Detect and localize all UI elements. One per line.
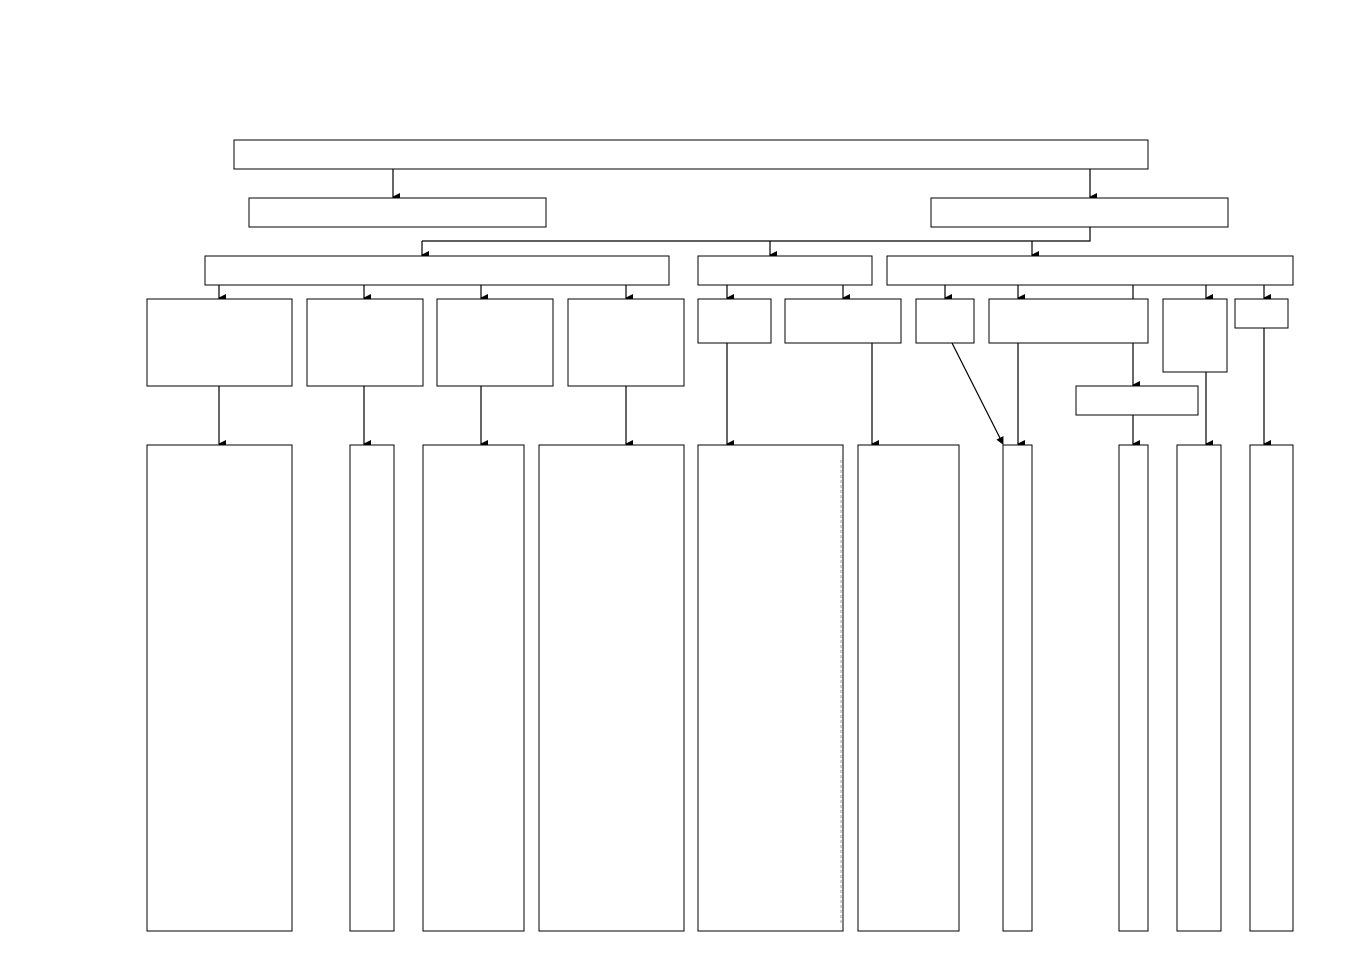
node-detail-b1 (697, 444, 844, 932)
node-detail-c2 (1118, 444, 1149, 932)
node-level2-right (930, 197, 1229, 228)
node-detail-a1 (146, 444, 293, 932)
node-c1 (915, 298, 975, 344)
node-a2 (306, 298, 424, 387)
node-root (233, 139, 1149, 170)
node-c3 (1162, 298, 1228, 373)
edge-c1-detail (951, 342, 1004, 445)
connectors (218, 169, 1271, 448)
node-b2 (784, 298, 902, 344)
node-detail-a3 (422, 444, 525, 932)
node-detail-c4 (1249, 444, 1294, 932)
node-detail-a2 (349, 444, 395, 932)
edge-level2-right-bus (422, 227, 1091, 242)
node-c2 (988, 298, 1149, 344)
node-group-a (204, 255, 670, 286)
node-group-b (697, 255, 873, 286)
node-detail-c3 (1176, 444, 1222, 932)
node-c4 (1234, 298, 1289, 329)
nodes (146, 139, 1294, 932)
node-c2-sub (1075, 385, 1199, 416)
node-b1 (697, 298, 772, 344)
node-detail-c1 (1002, 444, 1033, 932)
node-level2-left (248, 197, 547, 228)
node-a1 (146, 298, 293, 387)
node-a4 (567, 298, 685, 387)
node-detail-b2 (857, 444, 960, 932)
node-group-c (886, 255, 1294, 286)
node-detail-a4 (538, 444, 685, 932)
node-a3 (436, 298, 554, 387)
